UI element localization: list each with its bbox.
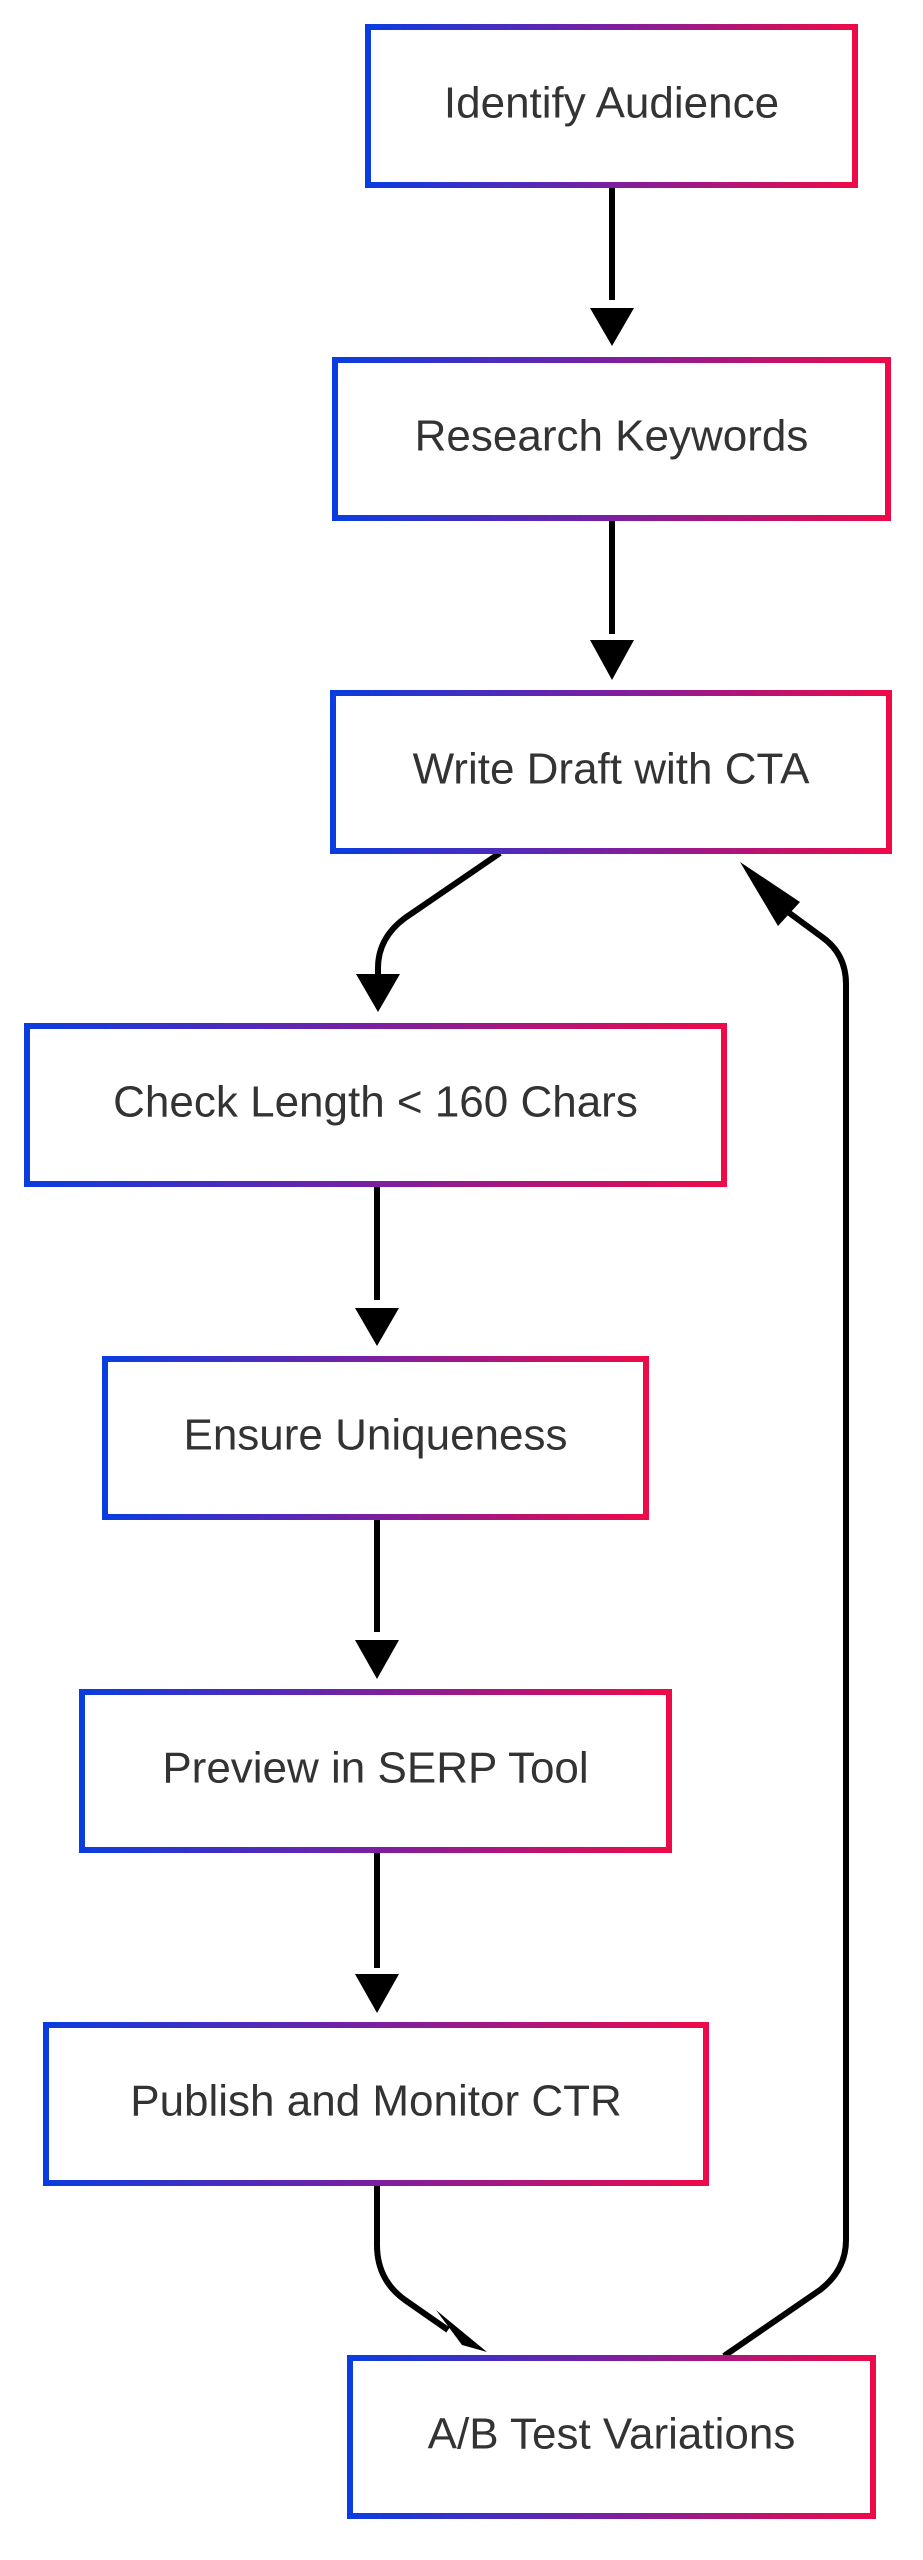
edges	[355, 188, 849, 2359]
node-ensure-uniqueness[interactable]: Ensure Uniqueness	[102, 1356, 649, 1520]
node-label: Publish and Monitor CTR	[130, 2077, 622, 2126]
edge-write-to-check	[375, 850, 502, 975]
nodes: Identify Audience Research Keywords Writ…	[24, 24, 892, 2519]
node-publish-monitor[interactable]: Publish and Monitor CTR	[43, 2022, 709, 2186]
arrowhead-research-to-write	[590, 640, 634, 680]
arrowhead-identify-to-research	[590, 308, 634, 346]
node-label: A/B Test Variations	[428, 2410, 796, 2459]
arrowhead-write-to-check	[356, 974, 400, 1012]
node-label: Preview in SERP Tool	[162, 1744, 588, 1793]
edge-publish-to-ab	[374, 2185, 450, 2333]
node-identify-audience[interactable]: Identify Audience	[365, 24, 858, 188]
edge-ab-to-write-feedback	[722, 909, 849, 2359]
arrowhead-ab-to-write	[740, 862, 800, 926]
node-label: Write Draft with CTA	[413, 745, 811, 794]
arrowhead-ensure-to-preview	[355, 1640, 399, 1679]
node-write-draft[interactable]: Write Draft with CTA	[330, 690, 892, 854]
node-label: Ensure Uniqueness	[183, 1411, 567, 1460]
node-check-length[interactable]: Check Length < 160 Chars	[24, 1023, 727, 1187]
node-research-keywords[interactable]: Research Keywords	[332, 357, 891, 521]
node-label: Research Keywords	[415, 412, 809, 461]
node-ab-test[interactable]: A/B Test Variations	[347, 2355, 876, 2519]
node-preview-serp[interactable]: Preview in SERP Tool	[79, 1689, 672, 1853]
arrowhead-publish-to-ab	[436, 2310, 487, 2352]
arrowhead-check-to-ensure	[355, 1308, 399, 1346]
arrowhead-publish	[355, 1974, 399, 2013]
node-label: Identify Audience	[444, 79, 779, 128]
node-label: Check Length < 160 Chars	[113, 1078, 638, 1127]
